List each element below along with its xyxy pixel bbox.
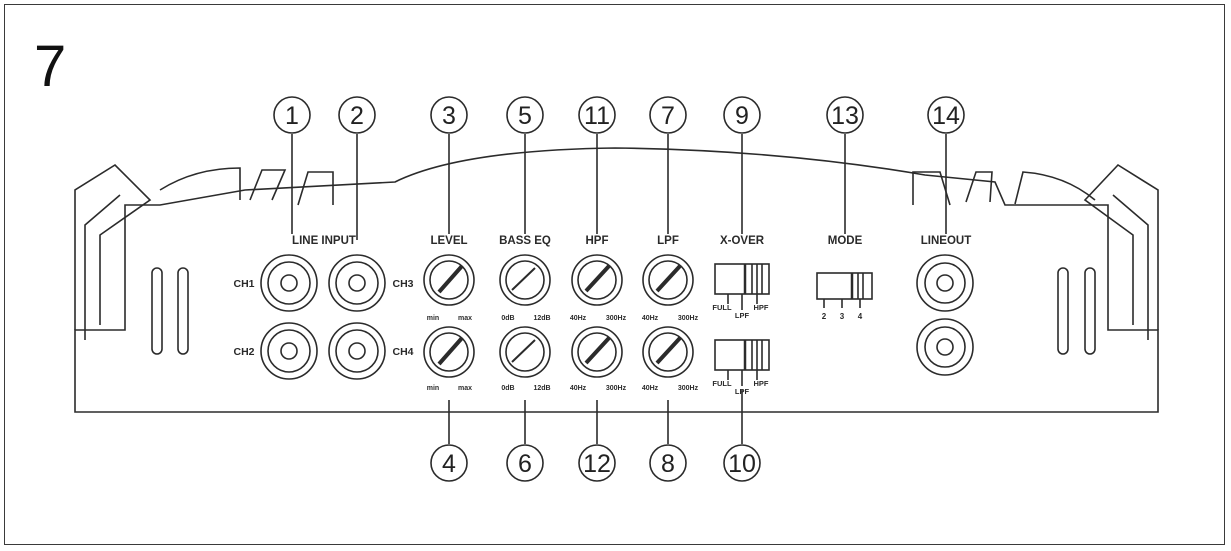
- callout-circle-13: [826, 96, 864, 134]
- xover-top-full: FULL: [712, 303, 732, 312]
- scale-bass-bottom-0db: 0dB: [501, 385, 514, 392]
- vent-left-1: [151, 267, 163, 355]
- label-level: LEVEL: [430, 235, 467, 247]
- rca-input-ch1: [260, 254, 318, 312]
- label-ch3: CH3: [392, 278, 413, 290]
- vent-left-2: [177, 267, 189, 355]
- rca-line-out-top: [916, 254, 974, 312]
- callout-8: 8: [661, 450, 675, 478]
- scale-lpf-top-low: 40Hz: [642, 315, 659, 322]
- callout-circle-4: [430, 444, 468, 482]
- callout-circle-6: [506, 444, 544, 482]
- callout-circle-11: [578, 96, 616, 134]
- label-line-input: LINE INPUT: [292, 235, 356, 247]
- callout-circle-3: [430, 96, 468, 134]
- scale-level-top-max: max: [458, 315, 472, 322]
- right-wing: [1083, 163, 1159, 340]
- xover-top-hpf: HPF: [754, 303, 769, 312]
- vent-right-2: [1084, 267, 1096, 355]
- label-ch1: CH1: [233, 278, 254, 290]
- fin-right-2: [965, 171, 993, 203]
- fin-right-1: [912, 171, 951, 206]
- rca-line-out-bottom: [916, 318, 974, 376]
- knob-bass-top: [499, 254, 551, 306]
- knob-level-bottom: [423, 326, 475, 378]
- callout-circle-5: [506, 96, 544, 134]
- callout-9: 9: [735, 102, 749, 130]
- figure-number: 7: [34, 34, 67, 99]
- callout-6: 6: [518, 450, 532, 478]
- figure-frame: [4, 4, 1225, 545]
- xover-bottom-full: FULL: [712, 379, 732, 388]
- callout-10: 10: [728, 450, 756, 478]
- xover-switch-bottom: [714, 339, 770, 386]
- callout-12: 12: [583, 450, 611, 478]
- knob-lpf-bottom: [642, 326, 694, 378]
- callout-2: 2: [350, 102, 364, 130]
- rca-input-ch3: [328, 254, 386, 312]
- label-mode: MODE: [828, 235, 863, 247]
- callout-circle-1: [273, 96, 311, 134]
- scale-bass-bottom-12db: 12dB: [533, 385, 550, 392]
- mode-position-4: 4: [858, 312, 863, 321]
- callout-circle-2: [338, 96, 376, 134]
- mode-position-3: 3: [840, 312, 845, 321]
- chassis-outline: [74, 147, 1159, 413]
- xover-switch-top: [714, 263, 770, 310]
- label-hpf: HPF: [586, 235, 609, 247]
- scale-hpf-top-high: 300Hz: [606, 315, 627, 322]
- scale-bass-top-12db: 12dB: [533, 315, 550, 322]
- xover-bottom-hpf: HPF: [754, 379, 769, 388]
- callout-14: 14: [932, 102, 960, 130]
- scale-level-bottom-max: max: [458, 385, 472, 392]
- scale-lpf-bottom-low: 40Hz: [642, 385, 659, 392]
- scale-level-top-min: min: [427, 315, 439, 322]
- callout-circle-9: [723, 96, 761, 134]
- callout-circle-8: [649, 444, 687, 482]
- label-x-over: X-OVER: [720, 235, 765, 247]
- scale-lpf-top-high: 300Hz: [678, 315, 699, 322]
- callout-circle-12: [578, 444, 616, 482]
- fin-right-3: [1014, 171, 1096, 205]
- label-ch2: CH2: [233, 346, 254, 358]
- knob-hpf-bottom: [571, 326, 623, 378]
- left-wing: [74, 163, 152, 340]
- label-line-out: LINEOUT: [921, 235, 971, 247]
- scale-hpf-bottom-high: 300Hz: [606, 385, 627, 392]
- fin-left-3: [297, 171, 334, 206]
- rca-input-ch4: [328, 322, 386, 380]
- scale-bass-top-0db: 0dB: [501, 315, 514, 322]
- label-ch4: CH4: [392, 346, 413, 358]
- vent-right-1: [1057, 267, 1069, 355]
- label-lpf: LPF: [657, 235, 679, 247]
- knob-bass-bottom: [499, 326, 551, 378]
- callout-circle-10: [723, 444, 761, 482]
- fin-left-2: [249, 169, 287, 201]
- scale-level-bottom-min: min: [427, 385, 439, 392]
- callout-11: 11: [584, 102, 610, 130]
- scale-hpf-bottom-low: 40Hz: [570, 385, 587, 392]
- fin-left-1: [159, 167, 241, 200]
- mode-switch: [816, 272, 873, 308]
- callout-3: 3: [442, 102, 456, 130]
- scale-lpf-bottom-high: 300Hz: [678, 385, 699, 392]
- knob-level-top: [423, 254, 475, 306]
- xover-bottom-lpf: LPF: [735, 387, 750, 396]
- mode-position-2: 2: [822, 312, 827, 321]
- callout-circle-7: [649, 96, 687, 134]
- label-bass-eq: BASS EQ: [499, 235, 551, 247]
- rca-input-ch2: [260, 322, 318, 380]
- knob-lpf-top: [642, 254, 694, 306]
- knob-hpf-top: [571, 254, 623, 306]
- xover-top-lpf: LPF: [735, 311, 750, 320]
- callout-circle-14: [927, 96, 965, 134]
- scale-hpf-top-low: 40Hz: [570, 315, 587, 322]
- callout-5: 5: [518, 102, 532, 130]
- callout-13: 13: [831, 102, 859, 130]
- callout-7: 7: [661, 102, 675, 130]
- callout-4: 4: [442, 450, 456, 478]
- callout-1: 1: [285, 102, 299, 130]
